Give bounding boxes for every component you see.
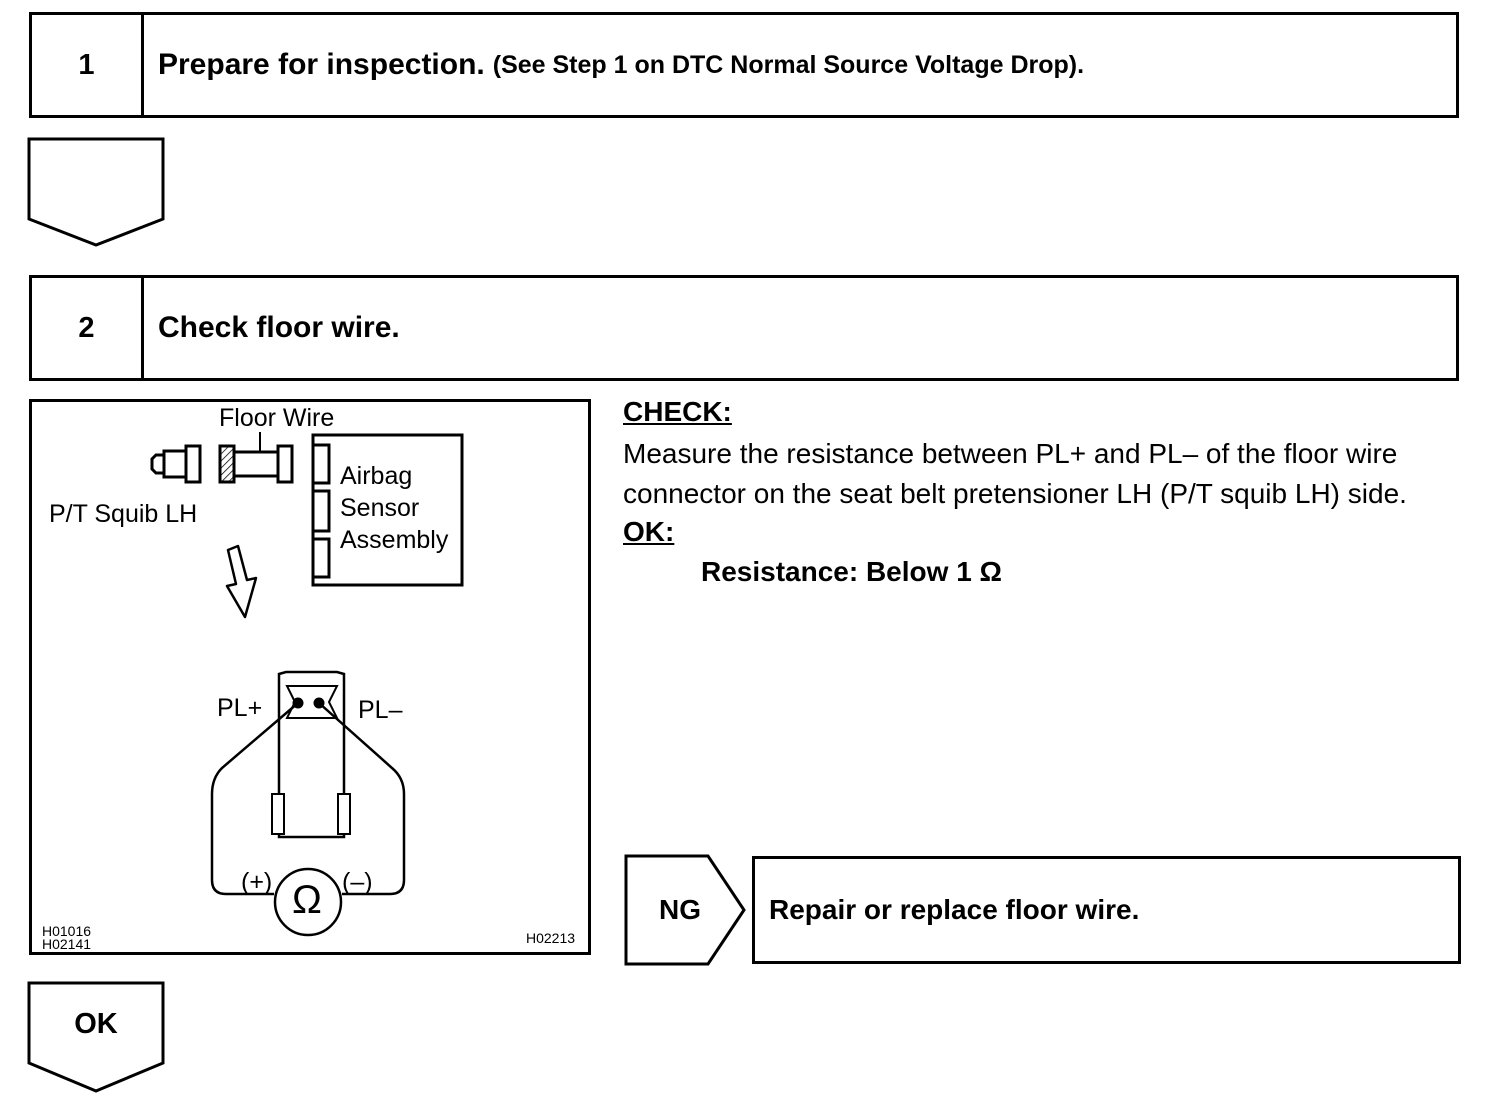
floor-wire-label: Floor Wire: [219, 404, 335, 432]
resistance-spec: Resistance: Below 1 Ω: [701, 556, 1002, 587]
step-2-title: Check floor wire.: [158, 311, 400, 344]
ohm-symbol: Ω: [292, 878, 322, 922]
ohmmeter-icon: [273, 867, 343, 937]
ng-action-text: Repair or replace floor wire.: [769, 894, 1140, 925]
step-1-number: 1: [32, 15, 144, 115]
floor-wire-connector-icon: [218, 432, 294, 484]
airbag-sensor-assembly-icon: [311, 433, 464, 587]
sensor-label-line3: Assembly: [340, 526, 449, 554]
wiring-diagram: Floor Wire P/T Squib LH Airbag Sensor As…: [29, 399, 591, 955]
step-1-title: Prepare for inspection.: [158, 48, 485, 81]
connector-front-view-icon: [271, 670, 351, 839]
ng-arrow-icon: [624, 854, 746, 966]
ng-label: NG: [659, 894, 701, 925]
ok-arrow-icon: [27, 981, 165, 1093]
step-1-title-row: Prepare for inspection. (See Step 1 on D…: [158, 15, 1084, 115]
ng-action-box: Repair or replace floor wire.: [752, 856, 1461, 964]
pl-plus-label: PL+: [217, 694, 263, 722]
ok-heading: OK:: [623, 516, 675, 547]
step-2-title-row: Check floor wire.: [158, 278, 400, 378]
check-instructions: Measure the resistance between PL+ and P…: [623, 438, 1407, 509]
down-arrow-icon: [225, 544, 258, 619]
flow-arrow-down-icon: [27, 137, 165, 247]
step-2-number: 2: [32, 278, 144, 378]
step-2-header: 2 Check floor wire.: [29, 275, 1459, 381]
ok-label: OK: [74, 1007, 118, 1040]
negative-lead-wire: [318, 702, 406, 896]
figure-code-2: H02141: [42, 936, 92, 952]
squib-label: P/T Squib LH: [49, 500, 198, 528]
connector-diagram-drawing: [150, 432, 464, 937]
squib-connector-icon: [150, 444, 202, 484]
step-1-header: 1 Prepare for inspection. (See Step 1 on…: [29, 12, 1459, 118]
meter-minus-label: (–): [342, 868, 373, 896]
step-1-reference: (See Step 1 on DTC Normal Source Voltage…: [492, 50, 1085, 79]
check-heading: CHECK:: [623, 396, 732, 427]
sensor-label-line1: Airbag: [340, 462, 413, 490]
figure-code-3: H02213: [526, 930, 576, 946]
meter-plus-label: (+): [241, 868, 273, 896]
figure-code-1: H01016: [42, 923, 92, 939]
sensor-label-line2: Sensor: [340, 494, 420, 522]
positive-lead-wire: [210, 702, 299, 896]
pl-minus-label: PL–: [358, 696, 403, 724]
